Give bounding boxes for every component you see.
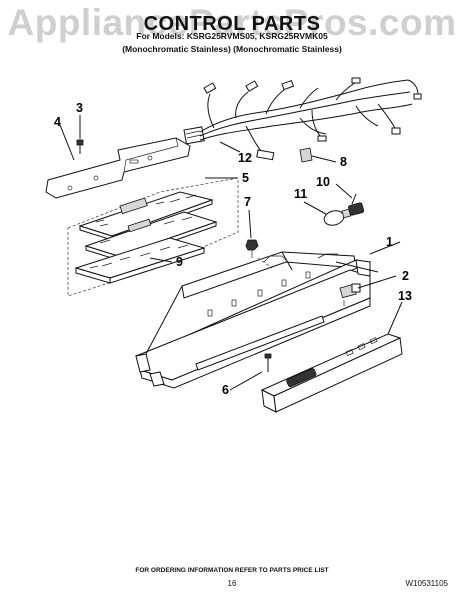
- part-4-bracket: [45, 137, 191, 199]
- document-number: W10531105: [405, 579, 448, 588]
- part-2-door-switch: [339, 275, 397, 306]
- leader-12: [219, 141, 241, 153]
- callout-5: 5: [242, 171, 249, 185]
- part-7-nut: [245, 209, 259, 258]
- callout-12: 12: [238, 151, 252, 165]
- watermark: AppliancePartsPros.com: [7, 2, 457, 43]
- callout-8: 8: [340, 155, 347, 169]
- model-numbers: For Models: KSRG25RVMS05, KSRG25RVMK05: [136, 31, 328, 41]
- callout-4: 4: [54, 115, 61, 129]
- callout-1: 1: [386, 235, 393, 249]
- callout-9: 9: [176, 255, 183, 269]
- callout-10: 10: [316, 175, 330, 189]
- part-6-screw: [229, 353, 272, 391]
- callout-7: 7: [244, 195, 251, 209]
- part-5-board-assembly: [67, 177, 239, 297]
- callout-3: 3: [76, 101, 83, 115]
- part-13-control-overlay: [260, 301, 403, 413]
- part-12-wire-harness: [183, 77, 422, 161]
- part-10-lamp-socket: [335, 183, 365, 216]
- leader-4: [59, 124, 75, 161]
- callout-13: 13: [398, 289, 412, 303]
- callout-2: 2: [402, 269, 409, 283]
- leader-9: [149, 257, 173, 263]
- ordering-note: FOR ORDERING INFORMATION REFER TO PARTS …: [135, 567, 329, 574]
- page-number: 16: [227, 579, 237, 588]
- part-1-control-housing: [135, 251, 379, 389]
- page-title: CONTROL PARTS: [143, 13, 321, 35]
- part-8-clip: [299, 147, 337, 163]
- callout-6: 6: [222, 383, 229, 397]
- callout-11: 11: [294, 187, 308, 201]
- part-3-screw: [76, 115, 84, 154]
- leader-1: [369, 241, 401, 255]
- model-variant: (Monochromatic Stainless) (Monochromatic…: [122, 44, 342, 54]
- part-11-light-bulb: [303, 201, 352, 226]
